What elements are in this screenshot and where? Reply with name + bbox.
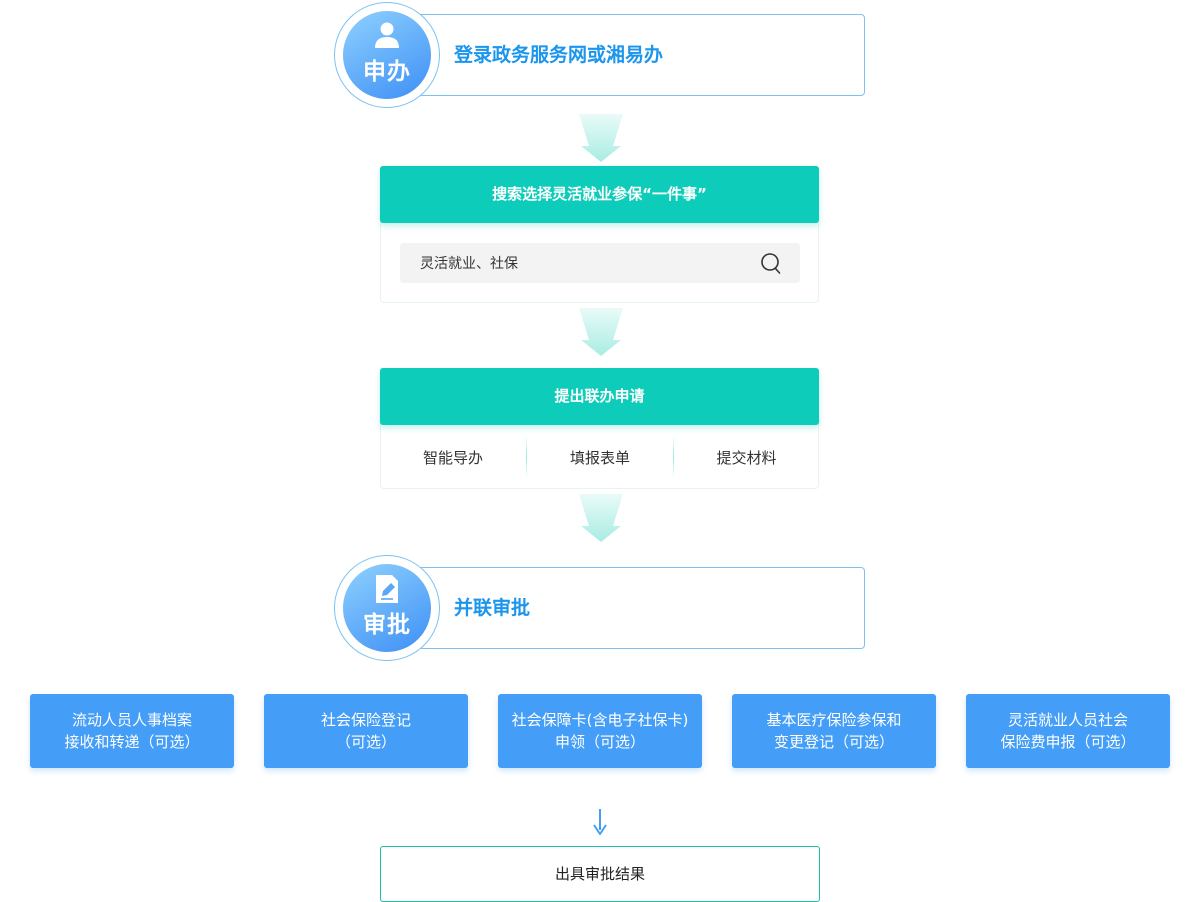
user-icon	[375, 22, 399, 48]
apply-stage-card	[380, 14, 865, 96]
result-box: 出具审批结果	[380, 846, 820, 902]
approval-item-line: 接收和转递（可选）	[64, 733, 200, 751]
approve-badge: 审批	[343, 564, 431, 652]
approval-item-social-security-card: 社会保障卡(含电子社保卡) 申领（可选）	[498, 694, 702, 768]
submit-item-guide[interactable]: 智能导办	[422, 449, 483, 467]
flow-arrow-3	[579, 494, 623, 542]
search-input[interactable]	[400, 243, 800, 283]
flow-arrow-2	[579, 308, 623, 356]
approval-item-line: 基本医疗保险参保和	[766, 711, 902, 729]
approval-item-line: 保险费申报（可选）	[1000, 733, 1136, 751]
search-input-value: 灵活就业、社保	[420, 256, 518, 272]
search-icon[interactable]	[760, 252, 782, 276]
approval-item-line: （可选）	[335, 733, 396, 751]
apply-badge: 申办	[343, 11, 431, 99]
submit-step-panel	[380, 418, 819, 489]
approve-badge-label: 审批	[363, 612, 411, 638]
apply-stage-title: 登录政务服务网或湘易办	[454, 44, 664, 66]
approval-item-medical-insurance: 基本医疗保险参保和 变更登记（可选）	[732, 694, 936, 768]
document-edit-icon	[376, 575, 398, 603]
approval-item-line: 社会保障卡(含电子社保卡)	[511, 711, 689, 729]
submit-item-form[interactable]: 填报表单	[569, 449, 630, 467]
approval-item-line: 流动人员人事档案	[71, 711, 192, 729]
approval-item-line: 变更登记（可选）	[773, 733, 894, 751]
approval-item-line: 灵活就业人员社会	[1007, 711, 1128, 729]
approval-item-fee-declaration: 灵活就业人员社会 保险费申报（可选）	[966, 694, 1170, 768]
approval-item-line: 社会保险登记	[320, 711, 411, 729]
approval-item-line: 申领（可选）	[554, 733, 645, 751]
approve-stage-card	[380, 567, 865, 649]
approve-stage-title: 并联审批	[454, 597, 531, 619]
result-arrow	[593, 809, 607, 835]
approval-item-archive: 流动人员人事档案 接收和转递（可选）	[30, 694, 234, 768]
apply-badge-label: 申办	[363, 59, 411, 85]
submit-item-materials[interactable]: 提交材料	[716, 449, 777, 467]
submit-divider	[526, 436, 527, 478]
flow-arrow-1	[579, 114, 623, 162]
approval-item-insurance-registration: 社会保险登记 （可选）	[264, 694, 468, 768]
submit-divider	[673, 436, 674, 478]
search-step-header: 搜索选择灵活就业参保“一件事”	[380, 166, 819, 223]
submit-step-header: 提出联办申请	[380, 368, 819, 425]
